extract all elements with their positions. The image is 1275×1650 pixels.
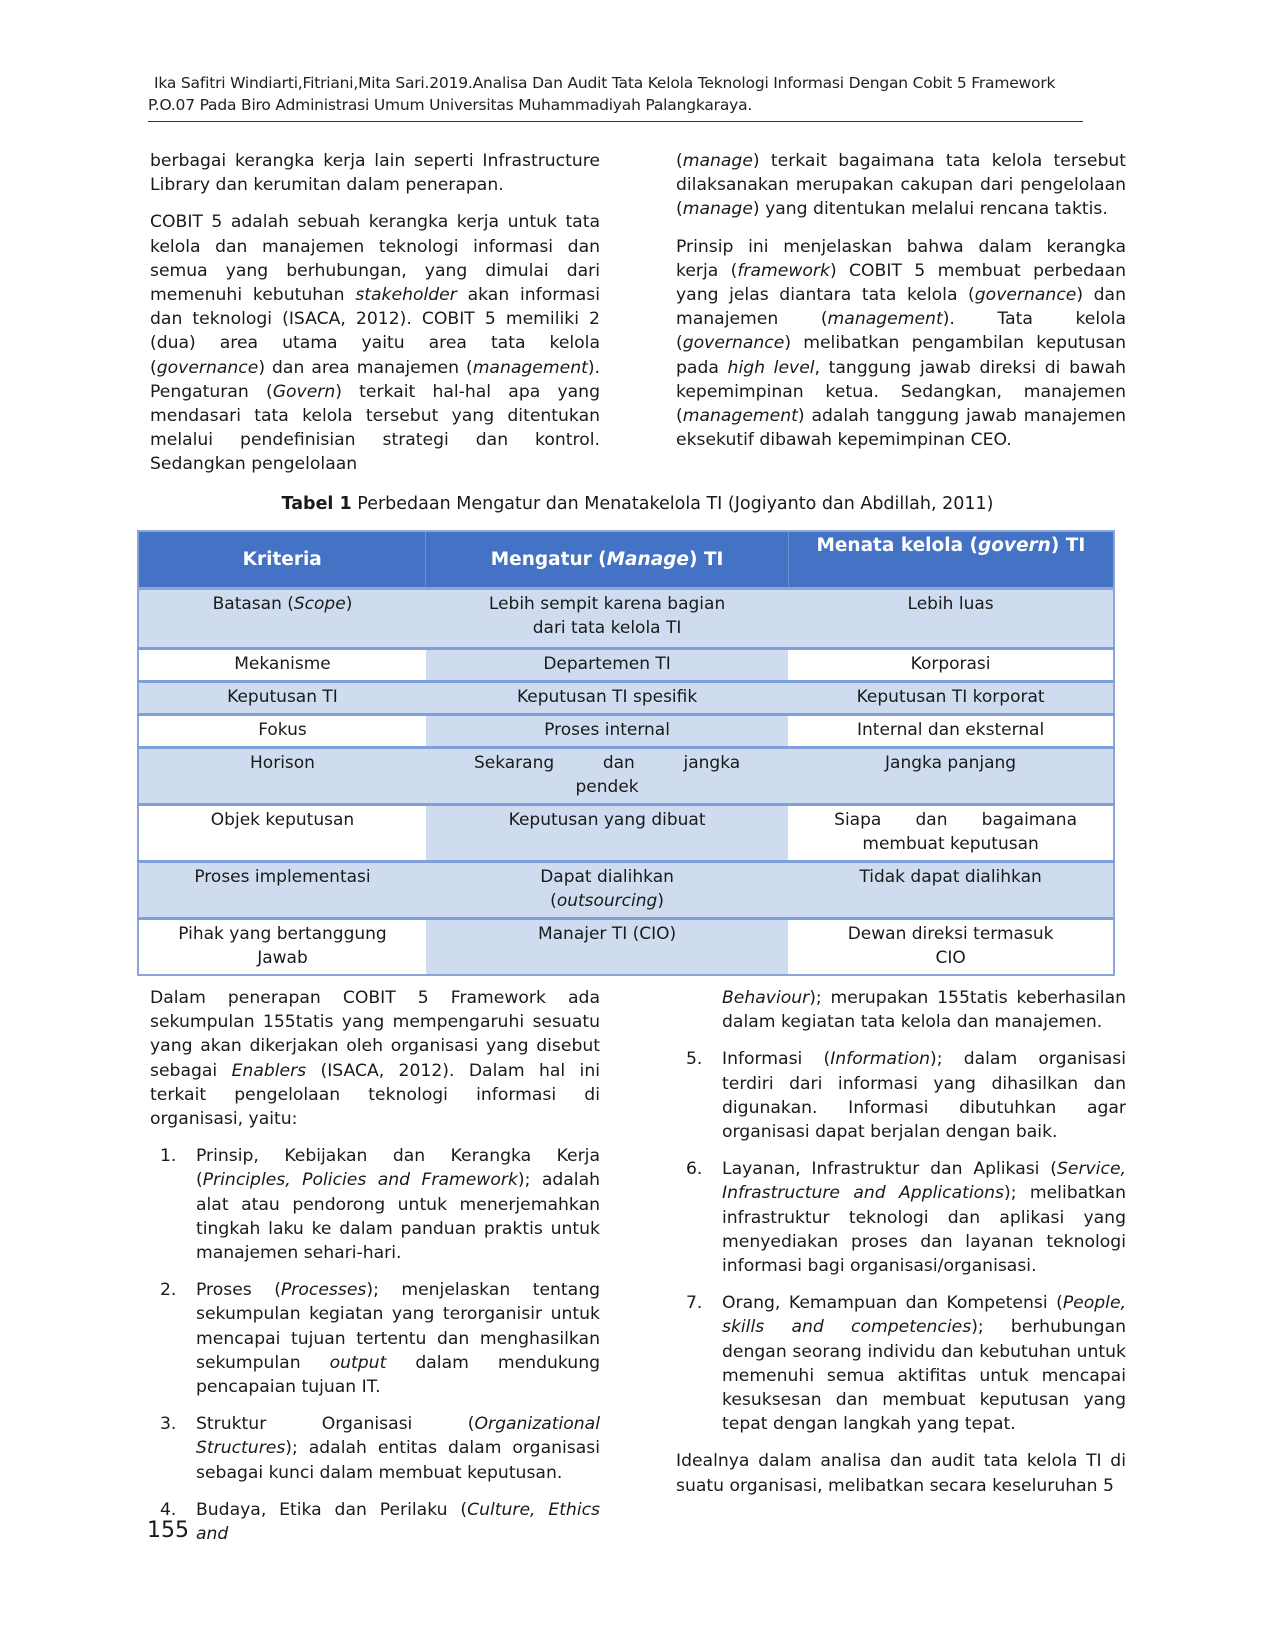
- cell-kriteria: Batasan (Scope): [138, 587, 426, 649]
- paragraph: berbagai kerangka kerja lain seperti Inf…: [150, 151, 600, 196]
- left-column-top: berbagai kerangka kerja lain seperti Inf…: [150, 149, 600, 490]
- list-item: 4.Budaya, Etika dan Perilaku (Culture, E…: [160, 1499, 601, 1545]
- list-item: 2.Proses (Processes); menjelaskan tentan…: [160, 1280, 600, 1398]
- paragraph-manage: (manage) terkait bagaimana tata kelola t…: [676, 151, 1126, 220]
- cell-kriteria: Horison: [138, 746, 426, 805]
- cell-kriteria: Fokus: [138, 713, 426, 748]
- cell-mengatur: Proses internal: [425, 713, 789, 748]
- list-item: 3.Struktur Organisasi (Organizational St…: [160, 1414, 600, 1483]
- header-citation-line-2: P.O.07 Pada Biro Administrasi Umum Unive…: [148, 96, 753, 114]
- cell-kriteria: Keputusan TI: [138, 680, 426, 715]
- cell-menata: Internal dan eksternal: [788, 713, 1114, 748]
- cell-menata: Korporasi: [788, 647, 1114, 682]
- paragraph-cobit5-definition: COBIT 5 adalah sebuah kerangka kerja unt…: [150, 212, 601, 475]
- cell-kriteria: Mekanisme: [138, 647, 426, 682]
- table-row: Mekanisme Departemen TI Korporasi: [138, 647, 1114, 682]
- right-column-bottom: Behaviour); merupakan 155tatis keberhasi…: [676, 986, 1126, 1511]
- header-citation-line-1: Ika Safitri Windiarti,Fitriani,Mita Sari…: [154, 74, 1056, 92]
- cell-kriteria: Objek keputusan: [138, 803, 426, 862]
- header-mengatur: Mengatur (Manage) TI: [425, 531, 789, 590]
- cell-mengatur: Manajer TI (CIO): [425, 917, 789, 975]
- table-row: Batasan (Scope) Lebih sempit karena bagi…: [138, 587, 1114, 649]
- table-row: Fokus Proses internal Internal dan ekste…: [138, 713, 1114, 748]
- table-row: Proses implementasi Dapat dialihkan(outs…: [138, 860, 1114, 919]
- right-column-top: (manage) terkait bagaimana tata kelola t…: [676, 149, 1126, 465]
- left-column-bottom: Dalam penerapan COBIT 5 Framework ada se…: [150, 986, 600, 1559]
- header-rule: [148, 121, 1083, 122]
- cell-mengatur: Dapat dialihkan(outsourcing): [425, 860, 789, 919]
- header-menata-kelola: Menata kelola (govern) TI: [788, 531, 1115, 590]
- list-item: 1.Prinsip, Kebijakan dan Kerangka Kerja …: [160, 1146, 600, 1264]
- list-item: 7.Orang, Kemampuan dan Kompetensi (Peopl…: [686, 1293, 1127, 1435]
- table-row: Objek keputusan Keputusan yang dibuat Si…: [138, 803, 1114, 862]
- list-item: 5.Informasi (Information); dalam organis…: [686, 1049, 1126, 1143]
- cell-mengatur: Departemen TI: [425, 647, 789, 682]
- cell-menata: Jangka panjang: [788, 746, 1114, 805]
- page-number: 155: [147, 1518, 189, 1543]
- enablers-list-continued: 5.Informasi (Information); dalam organis…: [676, 1047, 1126, 1436]
- comparison-table: Kriteria Mengatur (Manage) TI Menata kel…: [137, 530, 1115, 976]
- cell-menata: Tidak dapat dialihkan: [788, 860, 1114, 919]
- cell-menata: Keputusan TI korporat: [788, 680, 1114, 715]
- list-item: 6.Layanan, Infrastruktur dan Aplikasi (S…: [686, 1159, 1126, 1277]
- cell-menata: Lebih luas: [788, 587, 1114, 649]
- paragraph-enablers: Dalam penerapan COBIT 5 Framework ada se…: [150, 988, 601, 1130]
- table-row: Keputusan TI Keputusan TI spesifik Keput…: [138, 680, 1114, 715]
- table-header-row: Kriteria Mengatur (Manage) TI Menata kel…: [138, 531, 1115, 590]
- cell-kriteria: Proses implementasi: [138, 860, 426, 919]
- cell-mengatur: Keputusan yang dibuat: [425, 803, 789, 862]
- paragraph-prinsip: Prinsip ini menjelaskan bahwa dalam kera…: [676, 236, 1126, 451]
- cell-mengatur: Keputusan TI spesifik: [425, 680, 789, 715]
- running-header: Ika Safitri Windiarti,Fitriani,Mita Sari…: [148, 72, 1083, 116]
- table-caption: Tabel 1 Perbedaan Mengatur dan Menatakel…: [281, 494, 994, 514]
- header-kriteria: Kriteria: [138, 531, 427, 590]
- list-item-continuation: Behaviour); merupakan 155tatis keberhasi…: [722, 988, 1126, 1033]
- paragraph-idealnya: Idealnya dalam analisa dan audit tata ke…: [676, 1451, 1126, 1496]
- enablers-list: 1.Prinsip, Kebijakan dan Kerangka Kerja …: [150, 1144, 600, 1546]
